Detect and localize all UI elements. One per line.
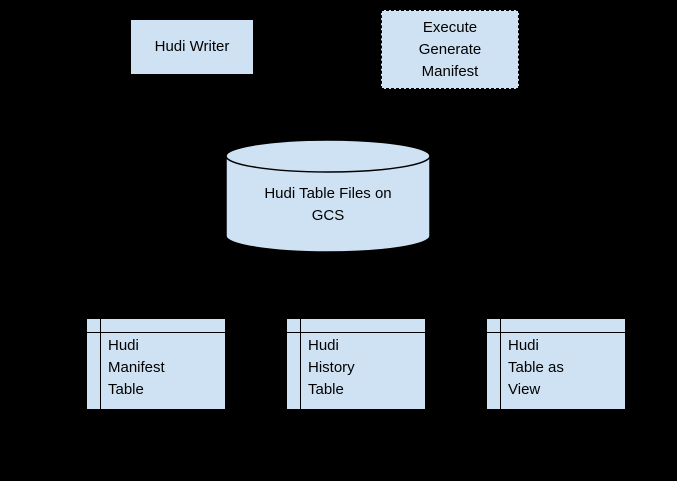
node-hudi-history-table-label: Hudi History Table <box>308 337 355 398</box>
node-hudi-manifest-table-label: Hudi Manifest Table <box>108 337 165 398</box>
table-header-row-divider <box>487 332 625 333</box>
table-left-column-divider <box>100 319 101 409</box>
node-hudi-table-as-view: Hudi Table as View <box>486 318 626 410</box>
node-hudi-table-files-on-gcs-label: Hudi Table Files on GCS <box>264 185 392 224</box>
table-header-row-divider <box>287 332 425 333</box>
node-execute-generate-manifest: Execute Generate Manifest <box>381 10 519 89</box>
node-hudi-writer: Hudi Writer <box>130 19 254 75</box>
table-left-column-divider <box>300 319 301 409</box>
cylinder-top-ellipse <box>225 139 431 173</box>
cylinder-body <box>225 156 431 253</box>
cylinder-shape <box>225 139 431 253</box>
table-header-row-divider <box>87 332 225 333</box>
node-hudi-history-table: Hudi History Table <box>286 318 426 410</box>
table-left-column-divider <box>500 319 501 409</box>
node-hudi-writer-label: Hudi Writer <box>154 38 230 55</box>
node-hudi-manifest-table: Hudi Manifest Table <box>86 318 226 410</box>
node-hudi-table-files-on-gcs: Hudi Table Files on GCS <box>225 139 431 253</box>
node-execute-generate-manifest-label: Execute Generate Manifest <box>418 18 482 80</box>
node-hudi-table-as-view-label: Hudi Table as View <box>508 337 564 398</box>
